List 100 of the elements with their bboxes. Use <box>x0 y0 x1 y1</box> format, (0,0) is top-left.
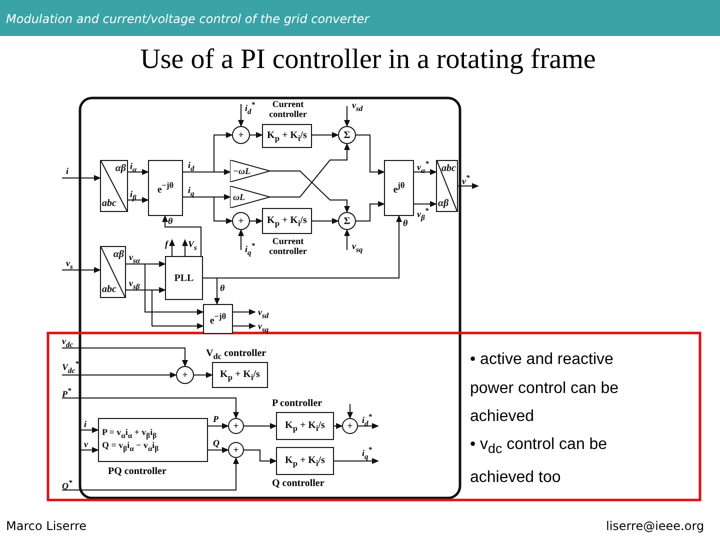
arrow <box>347 404 353 419</box>
arrow <box>458 183 479 189</box>
block-caption: PQ controller <box>108 466 166 477</box>
signal-label: Q$^{*}$ <box>62 478 72 491</box>
arrow <box>194 372 213 378</box>
signal-label: f <box>165 239 168 249</box>
signal-label: V$_{s}$ <box>188 239 197 253</box>
signal-label: i$_{d}$ <box>188 160 194 174</box>
transform-label: abc <box>102 198 116 209</box>
signal-label: i$_{q}$ <box>188 185 194 199</box>
slide-title: Use of a PI controller in a rotating frame <box>139 44 597 76</box>
signal-label: v$_{sq}$ <box>258 321 269 335</box>
arrow <box>358 423 379 429</box>
transform-label: αβ <box>438 198 449 209</box>
summing-junction: + <box>176 366 194 384</box>
author-name: Marco Liserre <box>6 519 87 533</box>
transfer-function-block: e$^{jθ}$ <box>384 160 414 216</box>
signal-label: θ <box>403 218 408 228</box>
signal-label: v$_{sd}$ <box>352 100 363 114</box>
arrow <box>182 196 233 224</box>
signal-label: i$_{β}$ <box>130 189 136 203</box>
arrow <box>62 348 188 367</box>
transfer-function-block: PLL <box>165 256 203 300</box>
signal-label: v$_{s}$ <box>66 258 73 272</box>
equation-block <box>98 418 208 462</box>
gain-triangle <box>230 160 270 182</box>
arrow <box>182 169 231 175</box>
arrow <box>208 447 229 453</box>
arrow <box>232 323 256 329</box>
arrow <box>334 423 343 429</box>
signal-label: i <box>66 166 69 176</box>
arrow <box>62 398 239 419</box>
arrow <box>270 170 350 213</box>
signal-label: i$_{α}$ <box>130 161 137 175</box>
block-caption: Current controller <box>268 236 308 256</box>
arrow <box>128 169 149 175</box>
arrow <box>62 372 177 378</box>
arrow <box>312 132 339 138</box>
arrow <box>169 239 175 256</box>
transfer-function-block: K$_{p}$ + K$_{i}$/s <box>262 208 312 234</box>
arrow <box>80 427 99 433</box>
arrow <box>126 290 204 329</box>
arrow <box>208 423 229 429</box>
signal-label: v$_{sα}$ <box>129 252 140 266</box>
arrow <box>238 229 244 250</box>
arrow <box>182 239 188 256</box>
arrow <box>162 215 202 256</box>
arrow <box>334 458 379 464</box>
transfer-function-block: K$_{p}$ + K$_{i}$/s <box>212 362 268 388</box>
summing-junction: + <box>228 442 244 458</box>
arrow <box>128 197 149 203</box>
email-address: liserre@ieee.org <box>606 519 704 533</box>
block-caption: V$_{dc}$ controller <box>206 348 266 362</box>
arrow <box>244 450 277 464</box>
arrow <box>250 218 263 224</box>
arrow <box>356 134 385 175</box>
transform-label: abc <box>442 163 456 174</box>
gain-label: ωL <box>233 192 246 202</box>
arrow <box>232 309 256 315</box>
transfer-function-block: K$_{p}$ + K$_{i}$/s <box>276 412 334 440</box>
transfer-function-block: e$^{−jθ}$ <box>203 304 233 334</box>
signal-label: v$^{*}$ <box>462 173 470 186</box>
arrow <box>126 264 204 315</box>
signal-label: v$_{dc}$ <box>62 336 74 350</box>
gain-triangle <box>230 186 270 208</box>
arrow <box>62 457 239 490</box>
transform-block <box>436 160 458 212</box>
block-caption: Q controller <box>272 478 324 489</box>
signal-label: v$_{sβ}$ <box>129 278 140 292</box>
block-caption: Current controller <box>268 99 308 119</box>
transform-block <box>100 246 126 298</box>
signal-label: θ <box>220 283 225 293</box>
signal-label: θ <box>168 216 173 226</box>
arrow <box>356 201 385 222</box>
signal-label: Q <box>213 438 220 448</box>
arrow <box>344 106 350 127</box>
summing-junction: + <box>228 418 244 434</box>
summing-junction: + <box>232 212 250 230</box>
signal-label: P <box>213 414 218 424</box>
transfer-function-block: K$_{p}$ + K$_{i}$/s <box>262 124 312 148</box>
summing-junction: + <box>342 418 358 434</box>
transform-label: αβ <box>115 163 126 174</box>
summing-junction: Σ <box>338 126 356 144</box>
header-text: Modulation and current/voltage control of the grid converter <box>6 12 370 26</box>
signal-label: P$^{*}$ <box>62 386 72 399</box>
arrow <box>62 267 101 273</box>
arrow <box>270 143 350 198</box>
transform-label: abc <box>102 284 116 295</box>
arrow <box>80 447 99 453</box>
block-caption: P controller <box>272 398 322 409</box>
arrow <box>62 175 101 181</box>
transfer-function-block: e$^{−jθ}$ <box>148 160 183 216</box>
gain-label: −ωL <box>233 166 250 176</box>
equation-text: Q = v$_{β}$i$_{α}$ − v$_{α}$i$_{β}$ <box>102 440 159 453</box>
equation-text: P = v$_{α}$i$_{α}$ + v$_{β}$i$_{β}$ <box>102 427 157 440</box>
transfer-function-block: K$_{p}$ + K$_{i}$/s <box>276 447 334 475</box>
arrow <box>202 278 220 305</box>
arrow <box>414 201 437 207</box>
arrow <box>344 229 350 250</box>
signal-label: v$_{sq}$ <box>352 241 363 255</box>
